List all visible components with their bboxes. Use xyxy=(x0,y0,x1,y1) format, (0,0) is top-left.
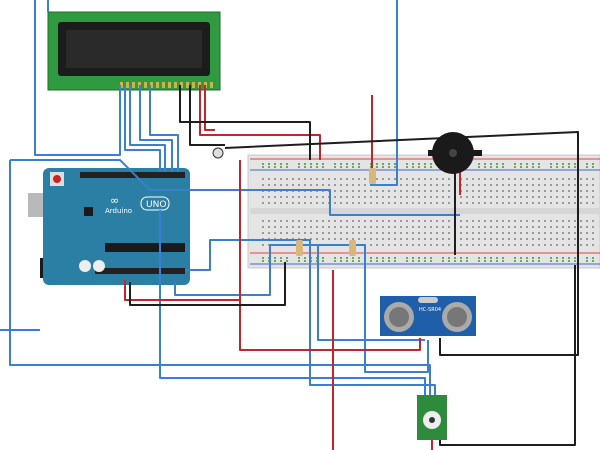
ultrasonic-sensor: HC-SR04 xyxy=(380,296,476,336)
uno-label: UNO xyxy=(146,200,166,210)
potentiometer xyxy=(417,395,447,440)
arduino-logo: ∞ xyxy=(110,194,119,207)
resistors xyxy=(296,168,376,256)
contrast-potentiometer xyxy=(212,147,224,159)
buzzer xyxy=(428,132,482,174)
sensor-label: HC-SR04 xyxy=(419,307,441,313)
arduino-label: Arduino xyxy=(105,207,132,215)
arduino-uno: Arduino UNO ∞ xyxy=(28,168,190,285)
lcd-display xyxy=(47,11,221,91)
